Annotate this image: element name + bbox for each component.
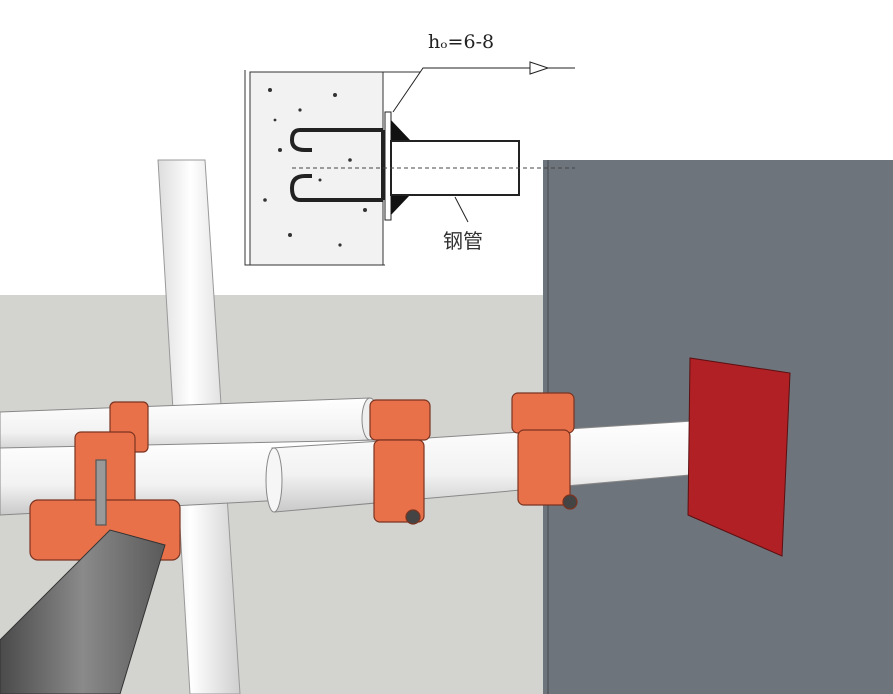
weld-arrow-icon	[529, 61, 550, 75]
weld-size-label: hₒ=6-8	[428, 31, 494, 53]
channel-anchor	[289, 128, 385, 202]
anchor-plate	[687, 357, 791, 557]
clamp-2	[511, 392, 578, 510]
steel-pipe-label: 钢管	[443, 229, 483, 253]
clamp-1	[369, 399, 431, 525]
diagonal-brace-pipe	[0, 529, 166, 694]
